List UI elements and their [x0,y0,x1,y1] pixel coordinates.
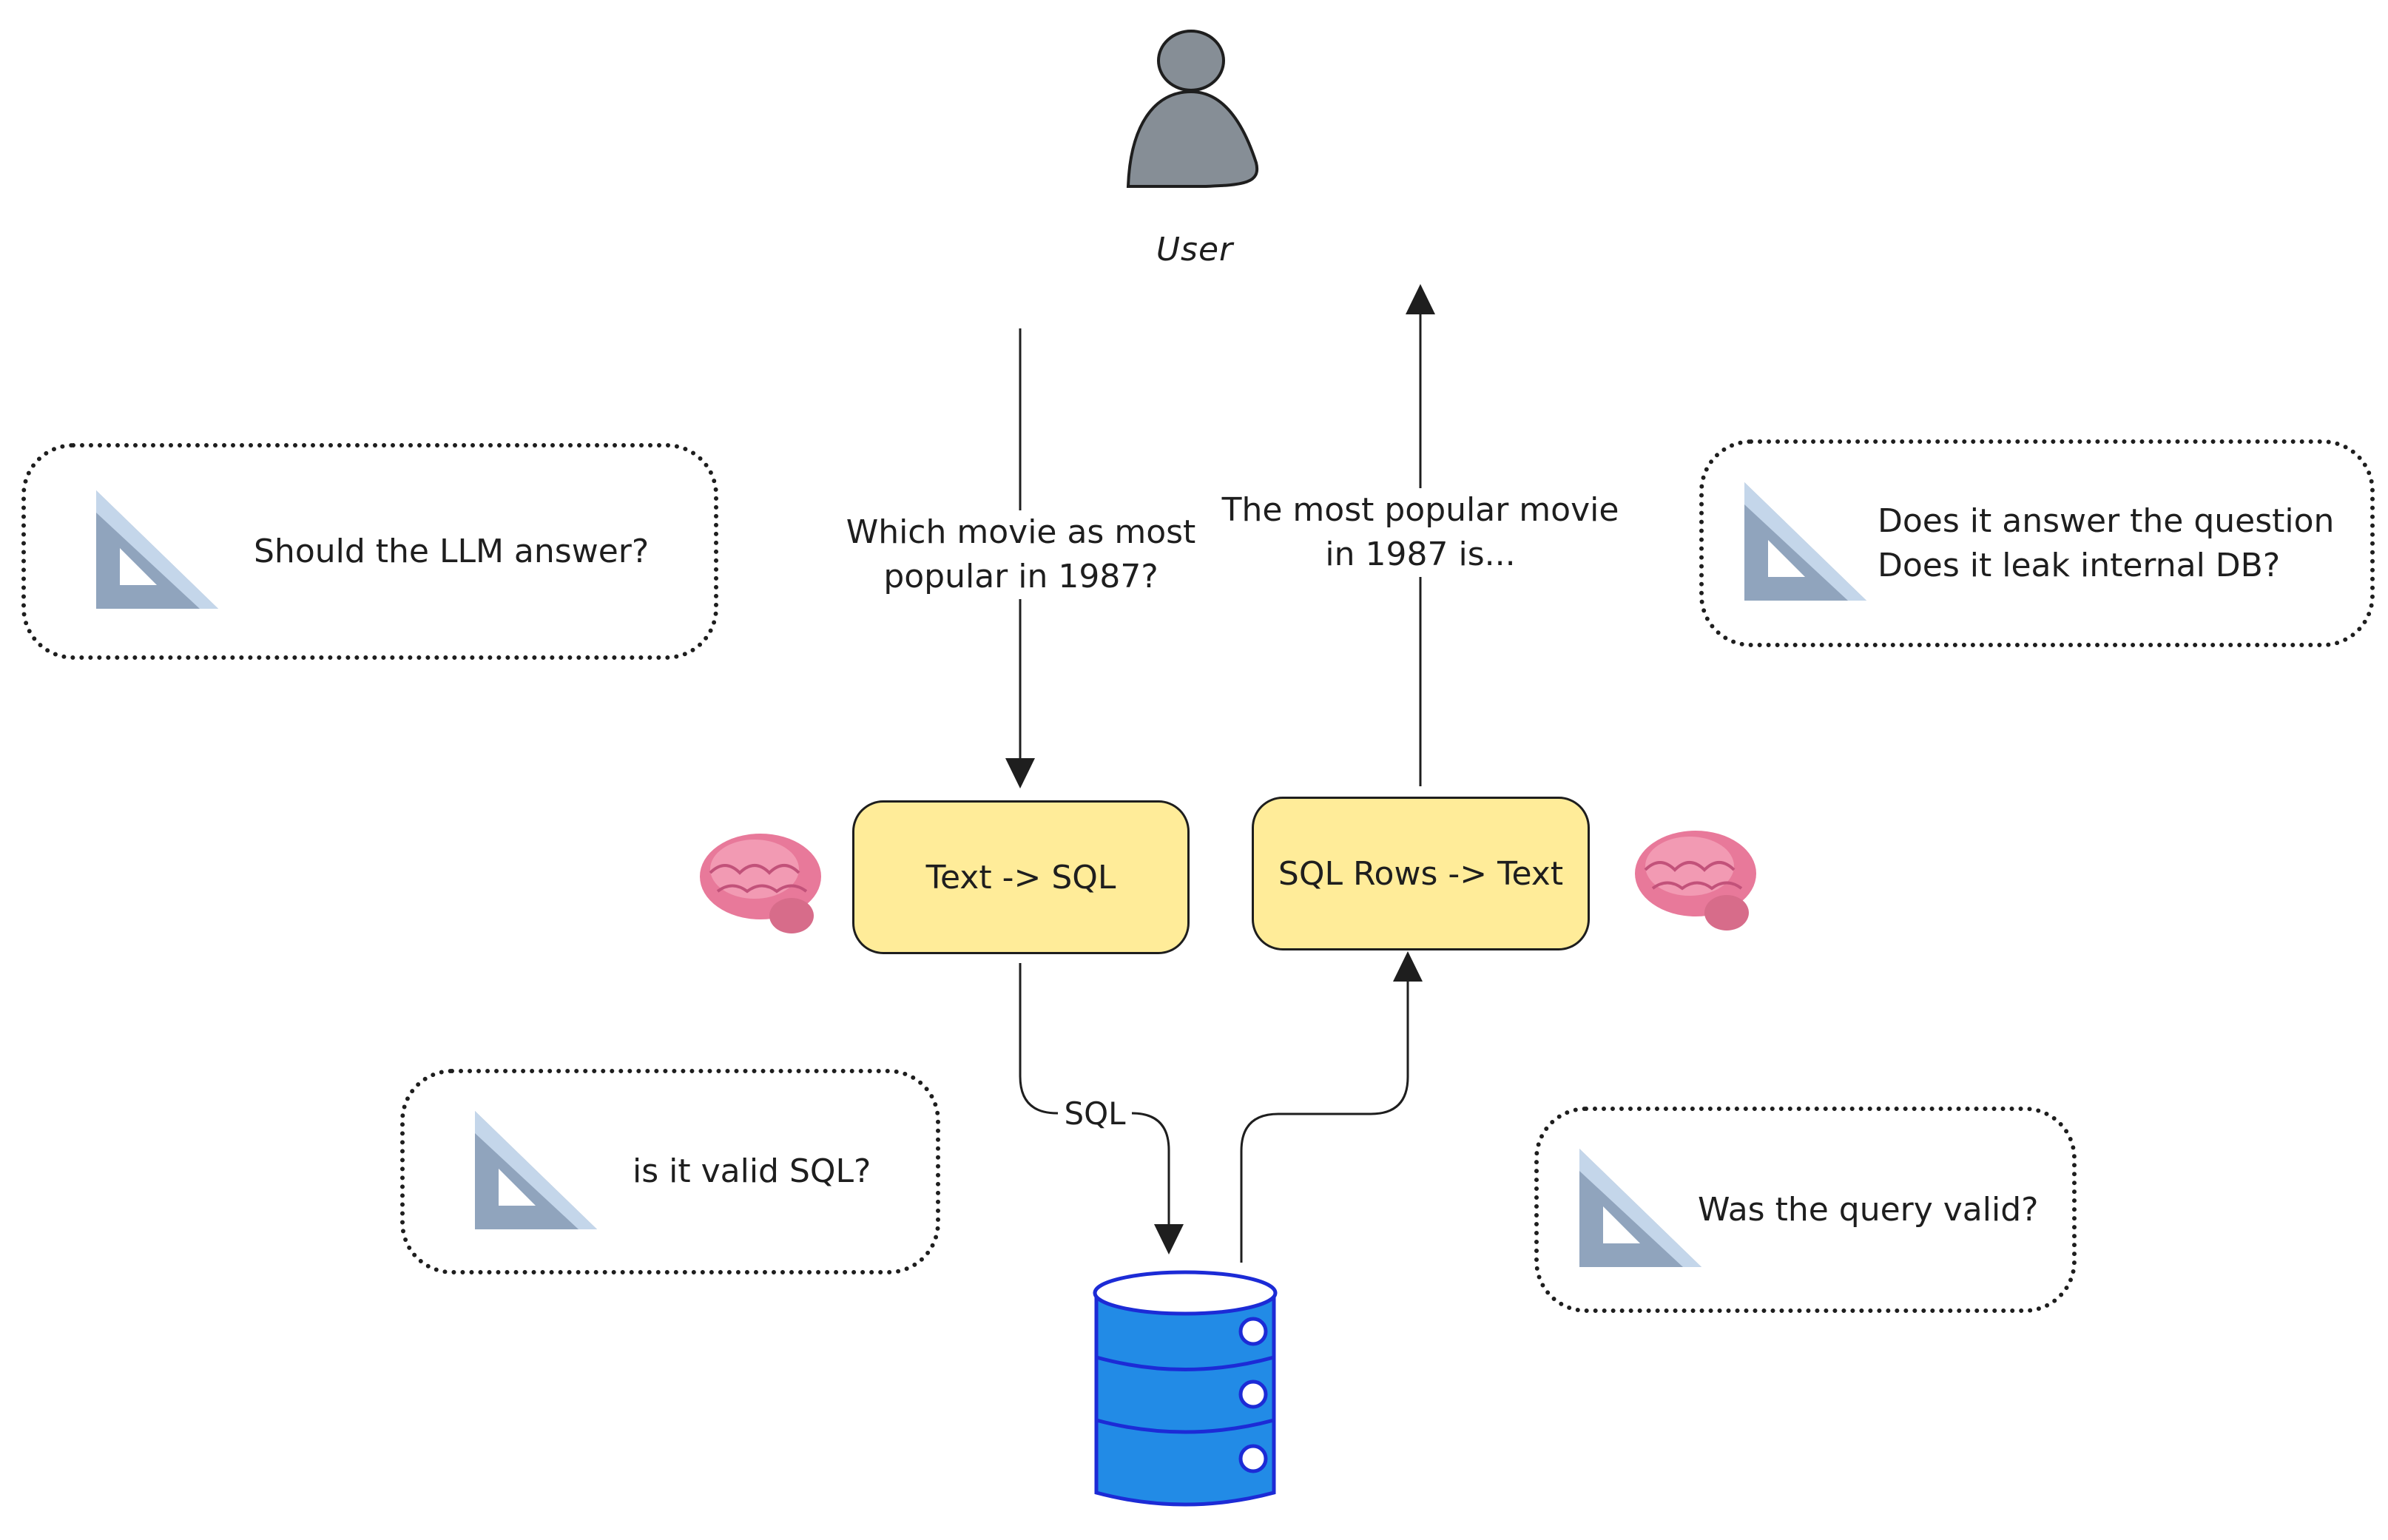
set-square-icon [475,1110,597,1229]
answer-label-line: in 1987 is... [1325,536,1516,573]
rows-to-text-box[interactable]: SQL Rows -> Text [1252,797,1590,950]
user-label: User [1156,231,1234,269]
question-label-line: Which movie as most [846,513,1196,551]
check-should-answer: Should the LLM answer? [21,443,718,660]
brain-icon [700,834,821,933]
user-icon [1126,30,1259,188]
set-square-icon [1744,482,1866,601]
question-label-line: popular in 1987? [883,558,1158,595]
question-label: Which movie as most popular in 1987? [821,510,1221,599]
brain-icon [1635,831,1756,931]
check-text: Should the LLM answer? [254,532,650,570]
rows-arrow [1240,978,1409,1263]
text-to-sql-label: Text -> SQL [925,858,1116,896]
check-text: Does it answer the question Does it leak… [1878,499,2334,588]
sql-arrowhead [1154,1224,1184,1254]
question-arrowhead [1005,758,1035,788]
check-text-line: Does it answer the question [1878,501,2335,540]
text-to-sql-box[interactable]: Text -> SQL [852,800,1190,954]
answer-label-line: The most popular movie [1221,491,1619,529]
check-valid-sql: is it valid SQL? [400,1069,940,1274]
answer-arrowhead [1406,284,1435,314]
check-text: is it valid SQL? [633,1152,871,1190]
set-square-icon [96,490,218,609]
rows-to-text-label: SQL Rows -> Text [1278,854,1564,893]
check-text-line: Does it leak internal DB? [1878,546,2281,584]
check-query-valid: Was the query valid? [1534,1107,2077,1313]
check-answer-quality: Does it answer the question Does it leak… [1699,439,2375,647]
set-square-icon [1579,1149,1701,1267]
database-icon[interactable] [1082,1257,1303,1524]
check-text: Was the query valid? [1698,1190,2039,1229]
rows-arrowhead [1393,951,1423,982]
answer-label: The most popular movie in 1987 is... [1213,488,1628,577]
sql-label: SQL [1058,1092,1132,1136]
